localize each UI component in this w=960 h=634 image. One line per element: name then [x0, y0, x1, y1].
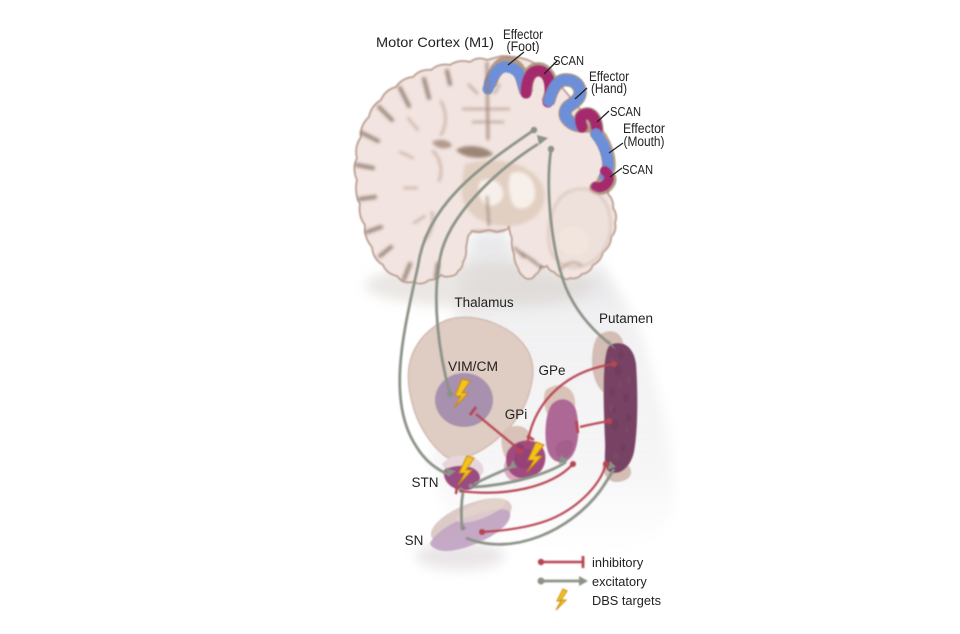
svg-text:inhibitory: inhibitory: [592, 555, 644, 570]
svg-text:STN: STN: [412, 475, 439, 490]
svg-text:Thalamus: Thalamus: [454, 295, 514, 310]
svg-text:Effector: Effector: [503, 27, 543, 42]
svg-text:Putamen: Putamen: [599, 311, 653, 326]
svg-text:Effector: Effector: [589, 69, 629, 84]
svg-text:VIM/CM: VIM/CM: [448, 359, 498, 374]
svg-text:SCAN: SCAN: [610, 105, 641, 119]
svg-text:GPe: GPe: [538, 363, 565, 378]
svg-text:(Mouth): (Mouth): [624, 134, 665, 149]
svg-text:SCAN: SCAN: [622, 163, 653, 177]
svg-text:SCAN: SCAN: [553, 54, 584, 68]
svg-text:(Foot): (Foot): [507, 39, 540, 54]
svg-text:Effector: Effector: [623, 121, 665, 136]
svg-text:SN: SN: [405, 533, 424, 548]
svg-text:DBS targets: DBS targets: [592, 593, 661, 608]
svg-text:Motor Cortex (M1): Motor Cortex (M1): [376, 34, 494, 50]
svg-text:GPi: GPi: [505, 407, 528, 422]
svg-text:(Hand): (Hand): [591, 81, 627, 96]
svg-text:excitatory: excitatory: [592, 574, 647, 589]
